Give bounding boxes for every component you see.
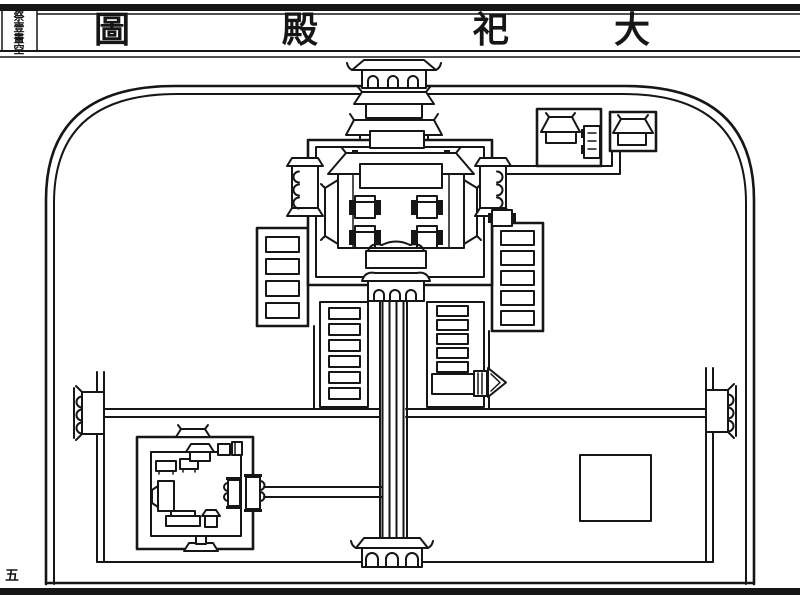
- dividing-wall: [103, 408, 707, 418]
- empty-platform: [579, 454, 652, 522]
- altar-platform: [359, 163, 443, 189]
- long-table: [165, 515, 201, 527]
- west-wing-gallery: [255, 226, 315, 410]
- margin-label-char: 畫: [13, 32, 25, 45]
- south-precinct-gate: [350, 537, 434, 568]
- great-hall: [320, 147, 482, 269]
- east-precinct-gate: [705, 383, 737, 439]
- page-number: 五: [5, 568, 19, 584]
- margin-label: 祭 壹 畫 空: [5, 11, 33, 55]
- kitchen-east-gates: [223, 474, 266, 512]
- northeast-enclosure-b: [608, 110, 658, 153]
- inner-south-gate: [361, 271, 431, 302]
- west-precinct-gate: [73, 385, 105, 441]
- south-porch: [365, 250, 427, 269]
- title-char-tu: 圖: [93, 9, 130, 51]
- causeway: [379, 299, 408, 543]
- margin-label-char: 祭: [13, 10, 25, 23]
- screen: [157, 480, 175, 512]
- west-corridor-court: [319, 301, 369, 408]
- northeast-enclosure-a: [535, 107, 603, 168]
- kitchen-south-gate: [183, 542, 219, 552]
- enclosure-a-gate: [583, 125, 601, 159]
- margin-label-char: 壹: [13, 21, 25, 34]
- small-hall-roof: [185, 443, 215, 453]
- kitchen-north-gate: [175, 428, 211, 438]
- south-canopy: [367, 240, 425, 252]
- title-char-dian: 殿: [281, 9, 318, 51]
- side-table: [488, 209, 516, 227]
- southeast-pennant-gate: [431, 367, 507, 398]
- bottom-border-bar: [0, 588, 800, 595]
- header-band-rules: [0, 4, 800, 58]
- north-gate-tower: [345, 59, 443, 154]
- table: [155, 460, 177, 472]
- margin-label-char: 空: [13, 43, 25, 56]
- kitchen-path: [263, 486, 383, 498]
- west-side-gate: [286, 157, 324, 217]
- title-char-si: 祀: [472, 9, 509, 51]
- east-side-gate: [474, 157, 512, 217]
- title-char-da: 大: [613, 9, 650, 51]
